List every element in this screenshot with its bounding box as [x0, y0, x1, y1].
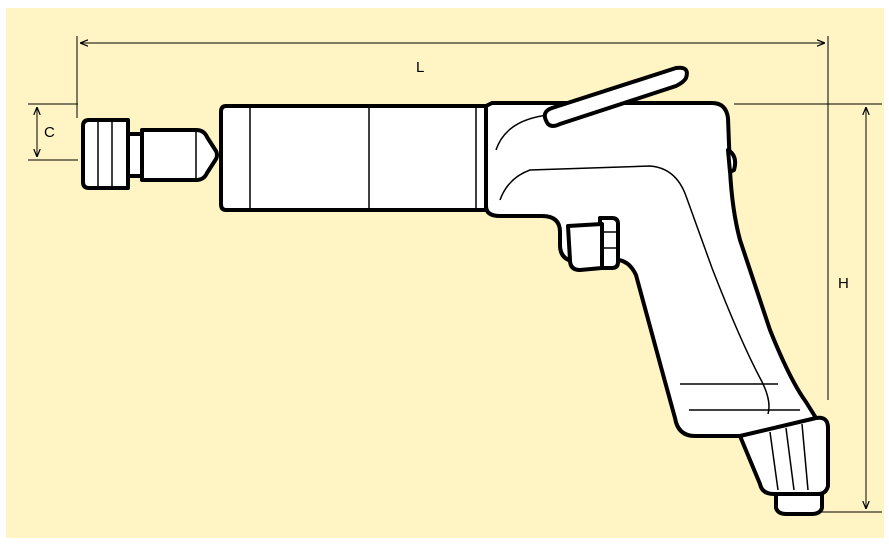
height-label: H	[838, 275, 849, 292]
length-label: L	[416, 59, 424, 76]
pistol-housing	[484, 101, 818, 438]
motor-barrel	[219, 104, 488, 212]
air-inlet	[738, 415, 830, 516]
throttle-lever	[542, 65, 689, 128]
tool-outline	[81, 65, 830, 516]
chuck-label: C	[44, 124, 55, 141]
bit-holder	[81, 118, 219, 190]
reverse-button	[566, 216, 620, 272]
